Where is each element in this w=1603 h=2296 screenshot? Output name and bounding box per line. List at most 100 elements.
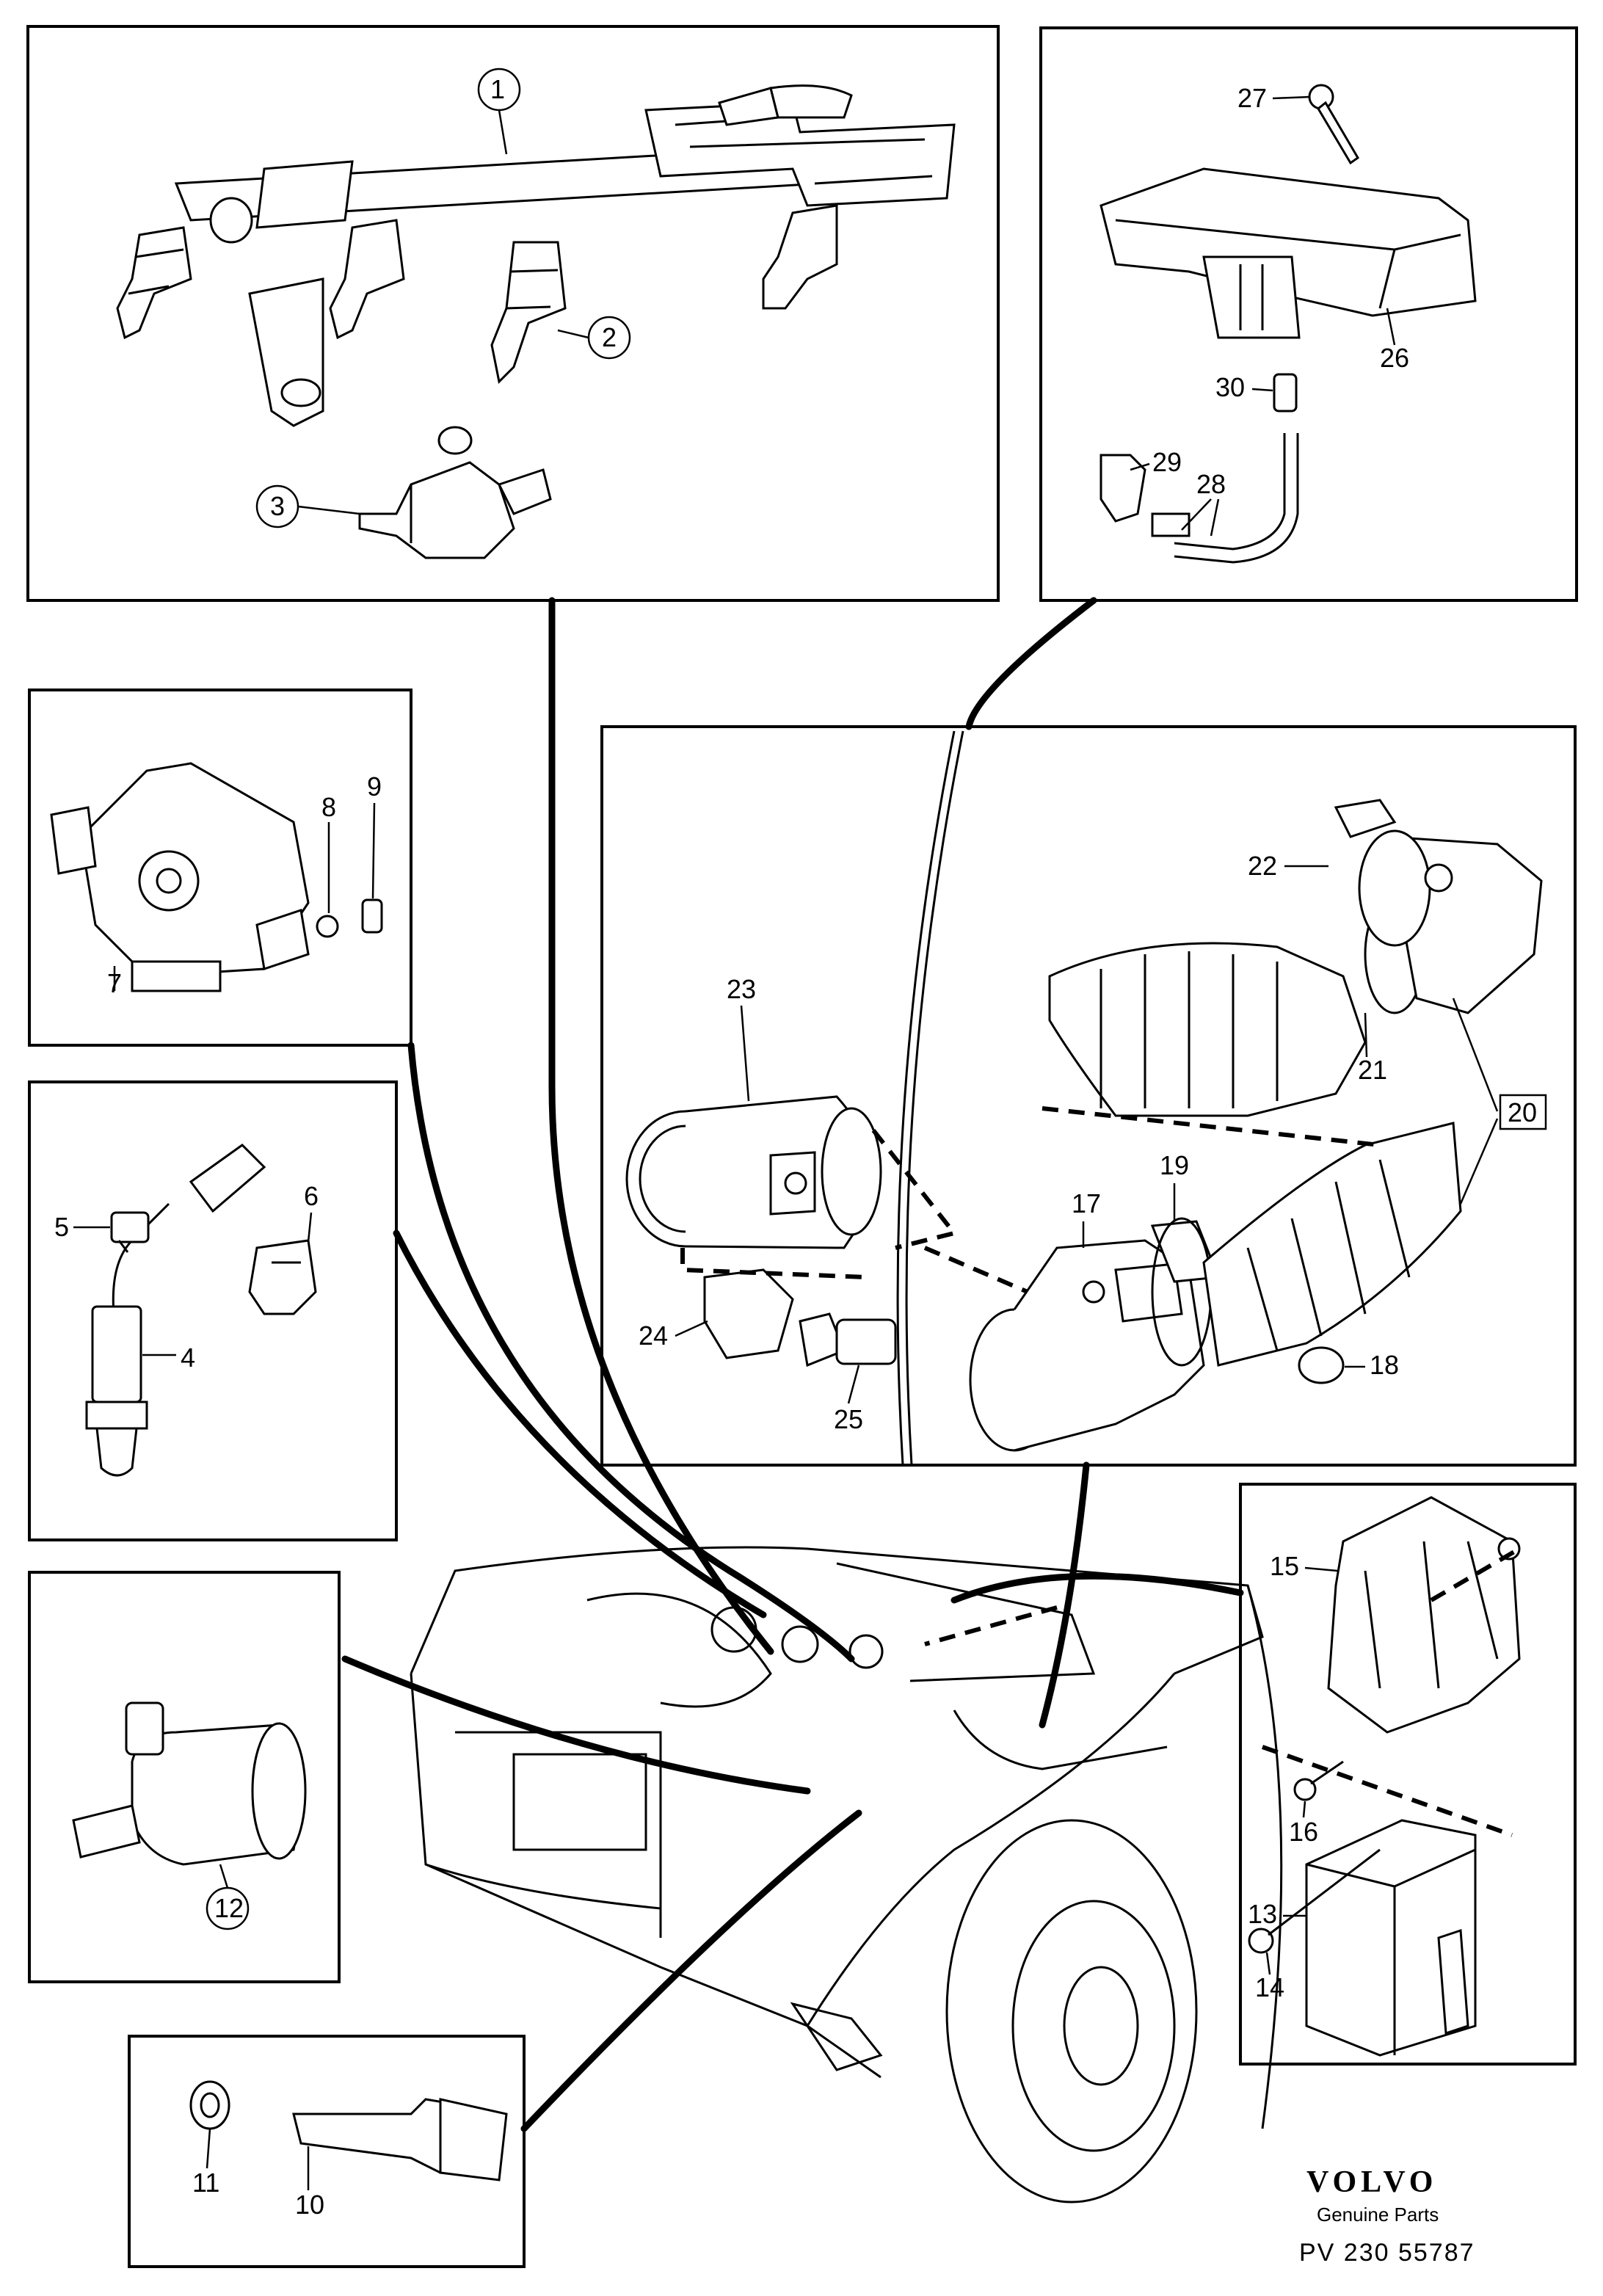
volvo-footer: VOLVO Genuine Parts PV 230 55787 — [1299, 2165, 1475, 2267]
callout-24: 24 — [639, 1320, 708, 1351]
svg-text:29: 29 — [1152, 447, 1182, 477]
callout-1: 1 — [477, 68, 521, 155]
svg-text:25: 25 — [834, 1404, 863, 1434]
bellows-21 — [1048, 894, 1425, 1117]
callout-9: 9 — [367, 771, 382, 899]
svg-text:13: 13 — [1248, 1899, 1277, 1929]
air-mass-meter-17 — [969, 1239, 1205, 1452]
callout-8: 8 — [321, 792, 336, 913]
svg-text:30: 30 — [1215, 372, 1245, 402]
fuel-injector — [116, 204, 838, 385]
callout-7: 7 — [107, 966, 122, 998]
screw-14 — [1248, 1848, 1381, 1954]
control-unit-13 — [1305, 1819, 1477, 2057]
callout-22: 22 — [1248, 851, 1328, 881]
dashed-guide-ecu — [1262, 1547, 1521, 1837]
lambda-sensor — [85, 1144, 266, 1477]
callout-16: 16 — [1289, 1801, 1318, 1847]
svg-text:3: 3 — [270, 491, 285, 521]
svg-text:28: 28 — [1196, 469, 1226, 499]
svg-text:26: 26 — [1380, 343, 1409, 373]
svg-text:23: 23 — [727, 974, 756, 1004]
panel-ecu — [1239, 1483, 1577, 2066]
callout-4: 4 — [142, 1343, 195, 1373]
svg-text:6: 6 — [304, 1181, 319, 1211]
callout-18: 18 — [1345, 1350, 1399, 1380]
callout-12: 12 — [206, 1864, 250, 1930]
callout-20: 20 — [1452, 998, 1547, 1205]
temp-sensor — [189, 2080, 508, 2181]
air-mass-meter-23 — [625, 1095, 882, 1249]
panel-idle-valve — [28, 1571, 341, 1983]
svg-text:4: 4 — [181, 1343, 195, 1373]
svg-text:19: 19 — [1160, 1150, 1189, 1180]
callout-14: 14 — [1255, 1952, 1284, 2002]
callout-15: 15 — [1270, 1551, 1338, 1581]
clip-6 — [248, 1239, 317, 1315]
svg-text:9: 9 — [367, 771, 382, 802]
throttle-switch — [50, 762, 310, 992]
svg-text:20: 20 — [1508, 1097, 1537, 1127]
connector-24 — [703, 1268, 794, 1359]
part-code: PV 230 55787 — [1299, 2239, 1475, 2267]
svg-text:10: 10 — [295, 2190, 324, 2220]
elbow-intake — [1358, 829, 1543, 1014]
callout-26: 26 — [1380, 308, 1409, 373]
svg-text:18: 18 — [1370, 1350, 1399, 1380]
callout-19: 19 — [1160, 1150, 1189, 1221]
footer-subtitle: Genuine Parts — [1317, 2204, 1439, 2226]
panel-control-unit-bracket — [1039, 26, 1578, 602]
washer-8 — [316, 915, 339, 938]
bracket-15 — [1327, 1496, 1521, 1734]
brand-logo: VOLVO — [1306, 2165, 1437, 2199]
screw-27 — [1308, 84, 1359, 165]
callout-13: 13 — [1248, 1899, 1306, 1929]
fuel-rail-assembly — [174, 84, 956, 427]
callout-2: 2 — [557, 316, 631, 360]
svg-text:17: 17 — [1072, 1188, 1101, 1218]
screw-9 — [361, 898, 383, 934]
svg-text:14: 14 — [1255, 1972, 1284, 2002]
idle-valve — [72, 1701, 307, 1866]
panel-fuel-rail — [26, 25, 1000, 602]
callout-17: 17 — [1072, 1188, 1101, 1248]
callout-3: 3 — [255, 484, 360, 528]
hose-clamp-22 — [1334, 799, 1397, 838]
svg-text:11: 11 — [192, 2168, 219, 2198]
relay-bracket — [1099, 167, 1477, 339]
svg-text:16: 16 — [1289, 1817, 1318, 1847]
hose-assembly — [1099, 373, 1299, 564]
pressure-regulator — [358, 426, 552, 559]
clip-5 — [110, 1211, 150, 1253]
panel-temp-sensor — [128, 2035, 526, 2268]
svg-text:12: 12 — [214, 1893, 244, 1923]
callout-25: 25 — [834, 1365, 863, 1434]
air-duct-20 — [1202, 1122, 1462, 1367]
svg-text:5: 5 — [54, 1212, 69, 1242]
svg-text:21: 21 — [1358, 1055, 1387, 1085]
callout-23: 23 — [727, 974, 756, 1102]
car-outline — [410, 1546, 1283, 2204]
callout-27: 27 — [1237, 83, 1310, 113]
svg-text:8: 8 — [321, 792, 336, 822]
callout-6: 6 — [304, 1181, 319, 1243]
panel-throttle-switch — [28, 689, 412, 1047]
callout-21: 21 — [1358, 1012, 1387, 1085]
svg-text:15: 15 — [1270, 1551, 1299, 1581]
callout-10: 10 — [295, 2146, 324, 2220]
callout-30: 30 — [1215, 372, 1273, 402]
svg-text:24: 24 — [639, 1320, 668, 1351]
dashed-guide-air — [680, 1106, 1381, 1294]
svg-text:27: 27 — [1237, 83, 1267, 113]
panel-lambda-sensor — [28, 1080, 398, 1541]
screw-16 — [1293, 1760, 1344, 1801]
callout-28: 28 — [1181, 469, 1226, 537]
svg-text:22: 22 — [1248, 851, 1277, 881]
svg-text:2: 2 — [602, 322, 617, 352]
callout-5: 5 — [54, 1212, 110, 1242]
plug-25 — [799, 1312, 897, 1367]
grommet-18 — [1298, 1346, 1345, 1384]
callout-29: 29 — [1130, 447, 1182, 477]
callout-11: 11 — [192, 2128, 219, 2198]
